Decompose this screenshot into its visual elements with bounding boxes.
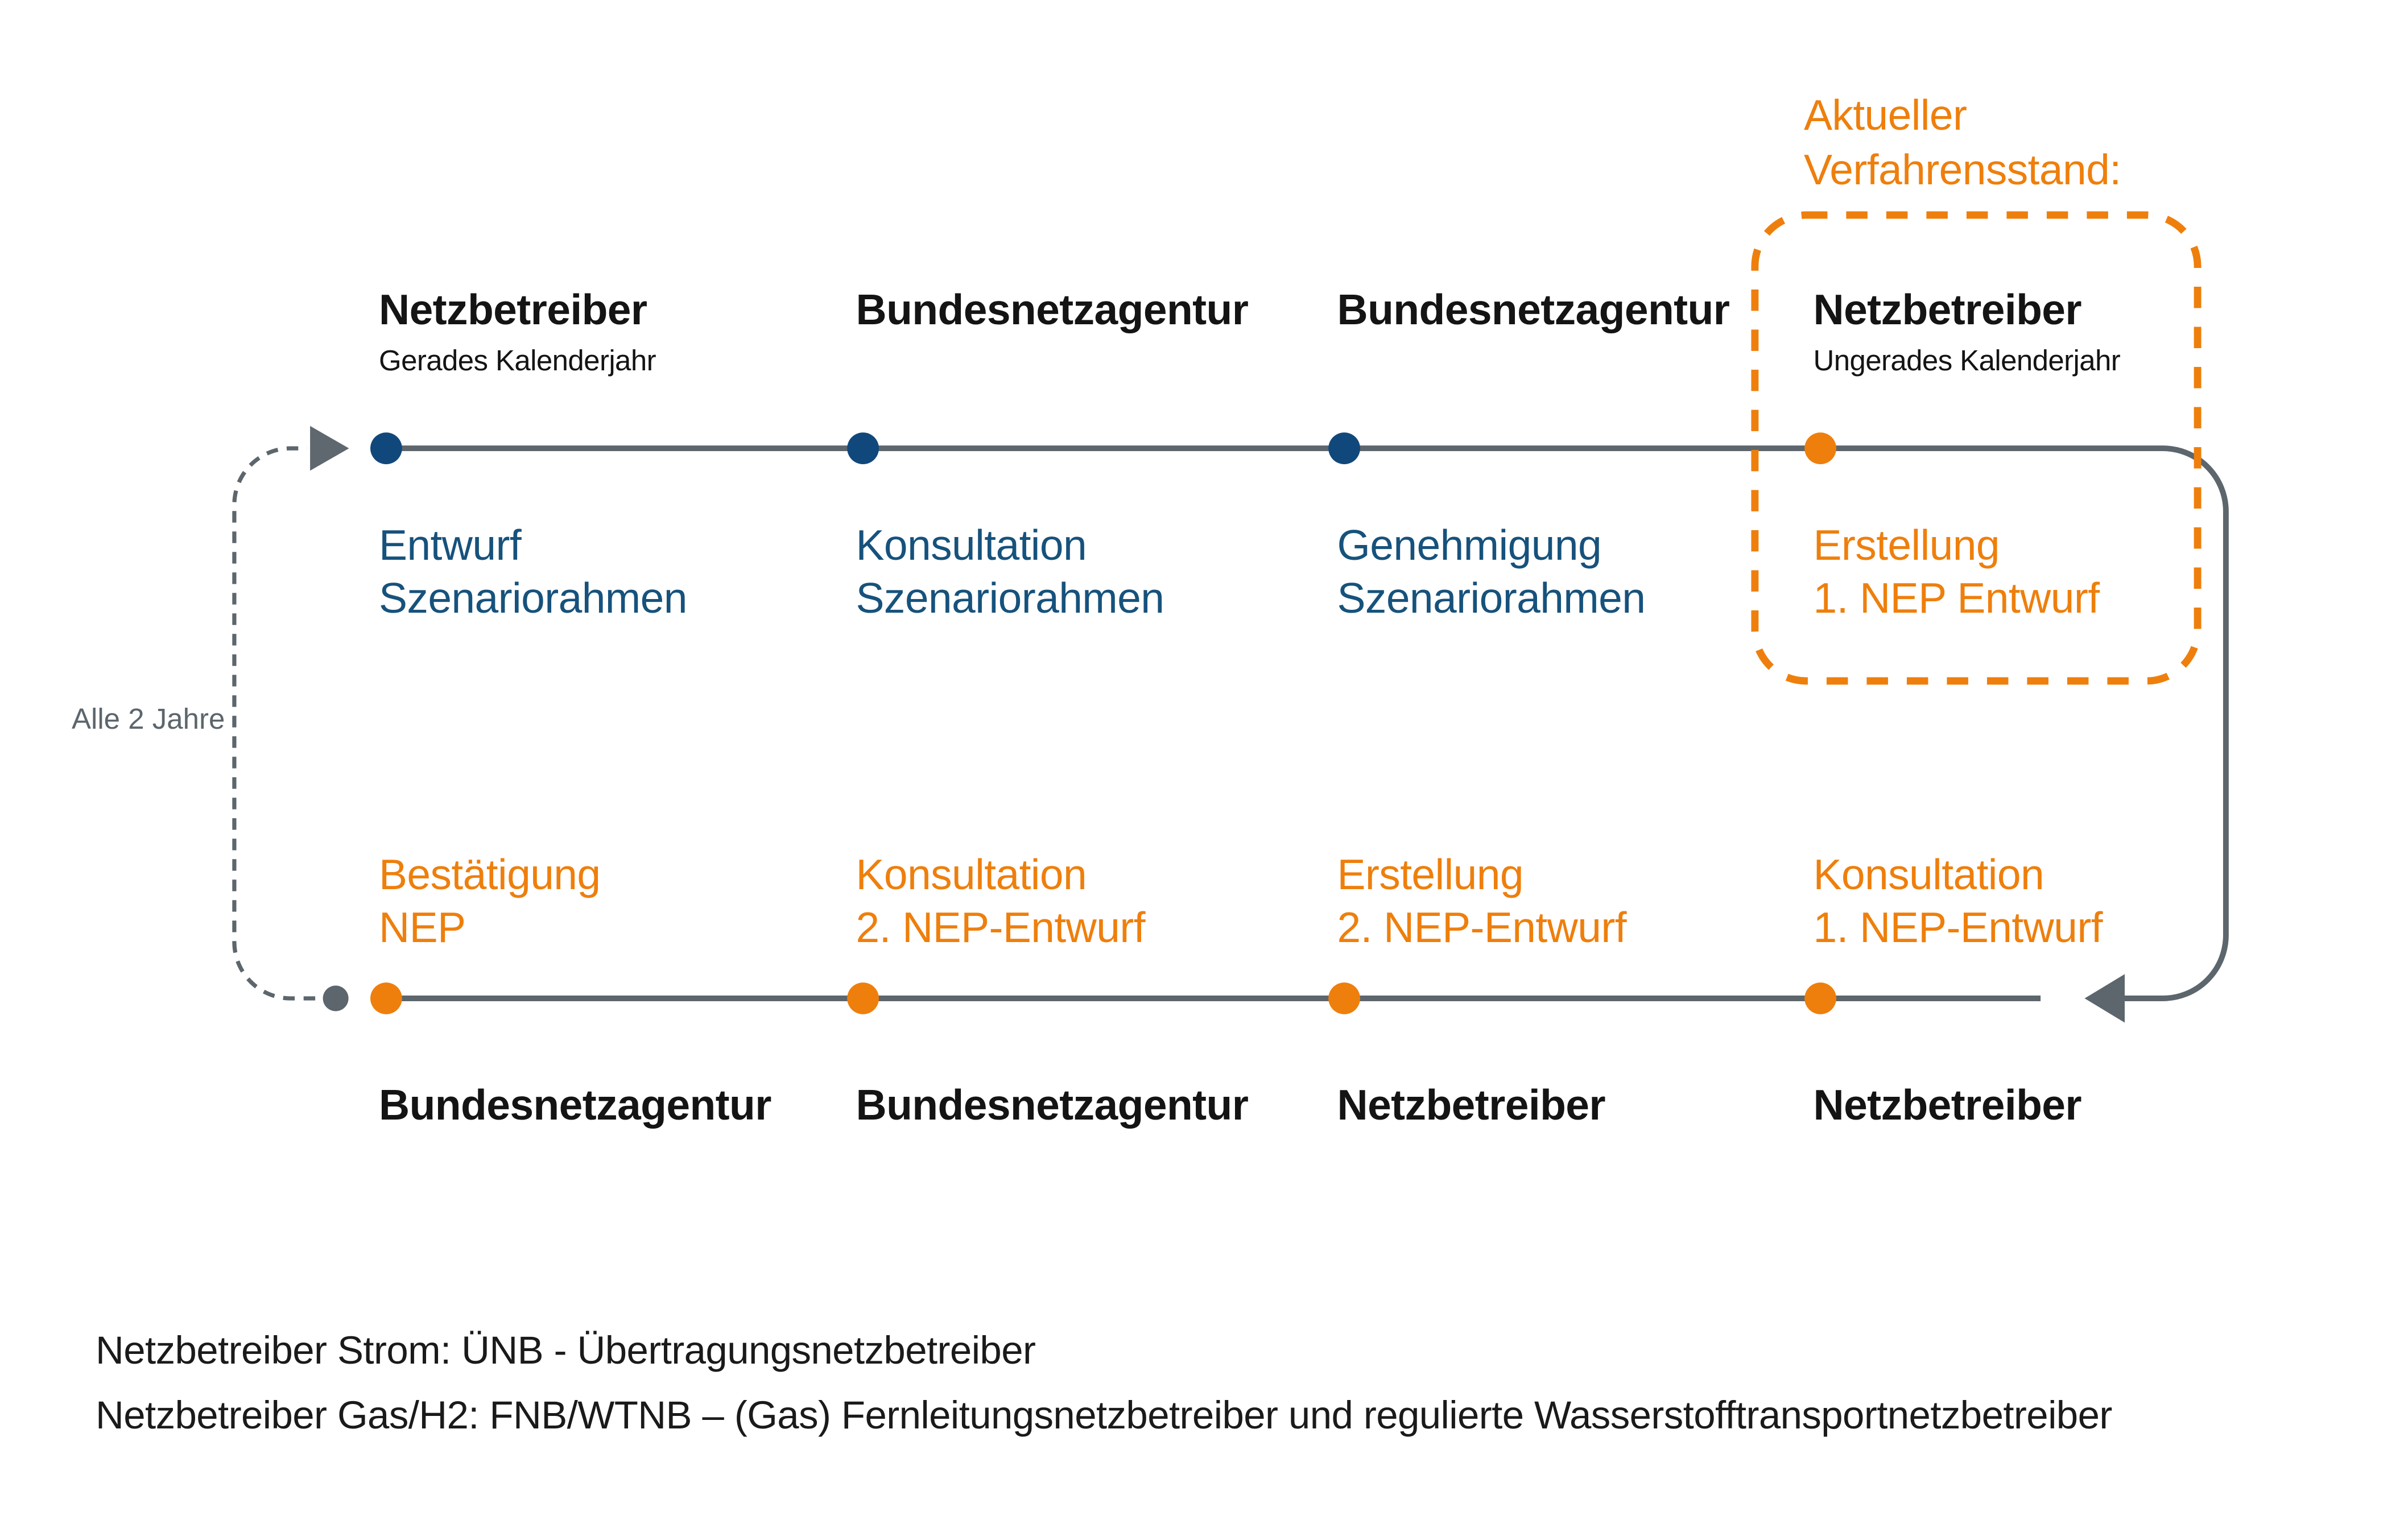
current-stage-annotation-line2: Verfahrensstand: [1804,147,2121,195]
footnote-gas-h2: Netzbetreiber Gas/H2: FNB/WTNB – (Gas) F… [96,1393,2112,1437]
current-stage-annotation: Aktueller Verfahrensstand: [1804,89,2121,198]
top-actor-bundesnetzagentur-2: Bundesnetzagentur [1337,285,1730,336]
actor-name: Bundesnetzagentur [379,1082,771,1130]
step-erstellung-1-nep-entwurf: Erstellung 1. NEP Entwurf [1814,521,2100,626]
step-konsultation-szenariorahmen: Konsultation Szenariorahmen [856,521,1165,626]
milestone-dot-bottom-3 [1328,982,1360,1014]
step-line2: 2. NEP-Entwurf [856,905,1146,952]
actor-subtitle: Gerades Kalenderjahr [379,345,656,377]
step-line2: 1. NEP-Entwurf [1813,905,2103,952]
step-line2: Szenariorahmen [856,575,1165,623]
actor-name: Netzbetreiber [1337,1082,1606,1130]
step-line1: Konsultation [856,852,1087,899]
current-stage-outline-box [1751,211,2202,685]
footnote-strom: Netzbetreiber Strom: ÜNB - Übertragungsn… [96,1328,1036,1372]
milestone-dot-top-1 [370,432,402,464]
top-actor-netzbetreiber-1: Netzbetreiber Gerades Kalenderjahr [379,285,656,381]
actor-name: Bundesnetzagentur [856,1082,1249,1130]
step-line2: NEP [379,905,466,952]
actor-subtitle: Ungerades Kalenderjahr [1813,345,2121,377]
actor-name: Netzbetreiber [379,287,647,334]
step-bestaetigung-nep: Bestätigung NEP [379,850,601,956]
flow-start-arrow-icon [310,426,349,471]
step-erstellung-2-nep-entwurf: Erstellung 2. NEP-Entwurf [1337,850,1627,956]
step-line2: 2. NEP-Entwurf [1337,905,1627,952]
milestone-dot-top-2 [847,432,879,464]
actor-name: Netzbetreiber [1813,287,2082,334]
cycle-loop-dashed-line [232,446,336,1001]
step-line1: Bestätigung [379,852,601,899]
milestone-dot-top-3 [1328,432,1360,464]
step-line1: Erstellung [1813,522,2000,570]
bottom-actor-bundesnetzagentur-2: Bundesnetzagentur [856,1080,1249,1131]
step-entwurf-szenariorahmen: Entwurf Szenariorahmen [379,521,688,626]
milestone-dot-top-4-current [1804,432,1836,464]
current-stage-annotation-line1: Aktueller [1804,92,1967,140]
step-line2: Szenariorahmen [1337,575,1646,623]
step-line1: Entwurf [379,522,522,570]
step-line1: Genehmigung [1337,522,1602,570]
top-actor-netzbetreiber-2: Netzbetreiber Ungerades Kalenderjahr [1814,285,2121,381]
step-genehmigung-szenariorahmen: Genehmigung Szenariorahmen [1337,521,1646,626]
milestone-dot-bottom-1 [370,982,402,1014]
actor-name: Bundesnetzagentur [1337,287,1730,334]
bottom-actor-netzbetreiber-1: Netzbetreiber [1337,1080,1606,1131]
top-timeline-and-right-connector-line [386,445,2229,1001]
step-konsultation-2-nep-entwurf: Konsultation 2. NEP-Entwurf [856,850,1146,956]
actor-name: Netzbetreiber [1813,1082,2082,1130]
step-line2: 1. NEP Entwurf [1813,575,2100,623]
step-line1: Erstellung [1337,852,1524,899]
step-line1: Konsultation [1813,852,2044,899]
step-line2: Szenariorahmen [379,575,688,623]
bottom-actor-bundesnetzagentur-1: Bundesnetzagentur [379,1080,771,1131]
loop-end-dot [323,985,349,1011]
milestone-dot-bottom-4 [1804,982,1836,1014]
bottom-actor-netzbetreiber-2: Netzbetreiber [1814,1080,2082,1131]
milestone-dot-bottom-2 [847,982,879,1014]
top-actor-bundesnetzagentur-1: Bundesnetzagentur [856,285,1249,336]
cycle-interval-label: Alle 2 Jahre [72,703,225,736]
actor-name: Bundesnetzagentur [856,287,1249,334]
flow-end-arrow-icon [2084,974,2125,1023]
step-konsultation-1-nep-entwurf: Konsultation 1. NEP-Entwurf [1814,850,2103,956]
step-line1: Konsultation [856,522,1087,570]
